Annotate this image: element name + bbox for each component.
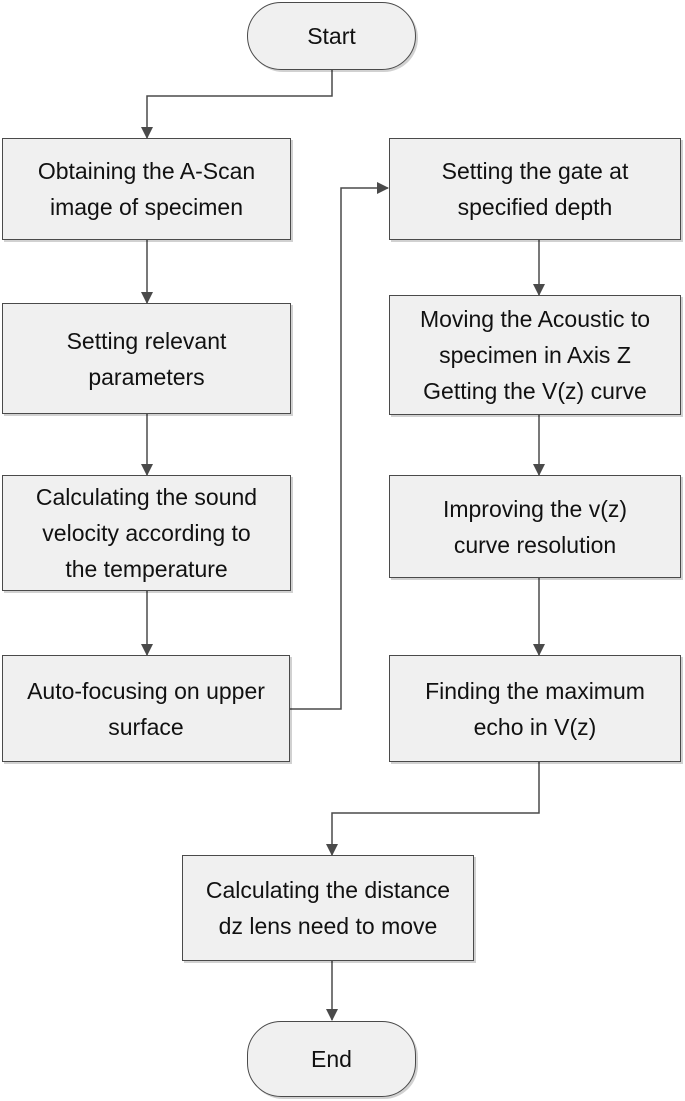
- set-parameters-step: Setting relevant parameters: [2, 303, 291, 414]
- obtain-ascan-label: Obtaining the A-Scan image of specimen: [37, 158, 256, 220]
- obtain-ascan-step: Obtaining the A-Scan image of specimen: [2, 138, 291, 240]
- calc-distance-step: Calculating the distance dz lens need to…: [182, 855, 474, 961]
- improve-vz-label: Improving the v(z) curve resolution: [442, 495, 628, 558]
- move-acoustic-step: Moving the Acoustic to specimen in Axis …: [389, 295, 681, 415]
- calc-velocity-step: Calculating the sound velocity according…: [2, 475, 291, 591]
- start-node: Start: [247, 2, 416, 70]
- arrow-find-to-calcdist: [326, 762, 540, 856]
- arrow-autofocus-to-gate: [290, 182, 389, 710]
- autofocus-label: Auto-focusing on upper surface: [27, 677, 265, 740]
- move-acoustic-label: Moving the Acoustic to specimen in Axis …: [419, 306, 651, 404]
- autofocus-step: Auto-focusing on upper surface: [2, 655, 290, 762]
- set-gate-step: Setting the gate at specified depth: [389, 138, 681, 240]
- end-label: End: [311, 1046, 352, 1072]
- set-parameters-label: Setting relevant parameters: [66, 327, 227, 390]
- calc-distance-label: Calculating the distance dz lens need to…: [205, 877, 451, 939]
- arrow-start-to-obtain: [141, 70, 333, 139]
- calc-velocity-label: Calculating the sound velocity according…: [35, 484, 258, 582]
- start-label: Start: [307, 23, 356, 49]
- find-max-echo-step: Finding the maximum echo in V(z): [389, 655, 681, 762]
- end-node: End: [247, 1021, 416, 1097]
- set-gate-label: Setting the gate at specified depth: [441, 158, 629, 220]
- find-max-echo-label: Finding the maximum echo in V(z): [425, 677, 645, 740]
- improve-vz-step: Improving the v(z) curve resolution: [389, 475, 681, 578]
